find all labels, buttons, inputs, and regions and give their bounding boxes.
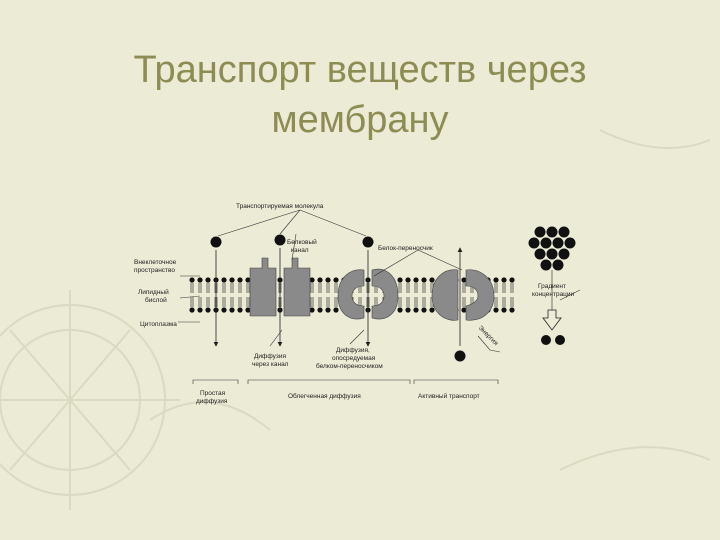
molecule-cluster-low — [541, 335, 565, 345]
label-lipid-bilayer: Липидный бислой — [138, 288, 171, 304]
label-simple-diffusion: Простая диффузия — [196, 390, 228, 405]
label-gradient: Градиент концентрации — [532, 283, 575, 298]
bracket-active — [414, 380, 498, 384]
molecule-carrier — [363, 237, 374, 248]
label-carrier-protein: Белок-переносчик — [378, 245, 433, 252]
label-diffusion-channel: Диффузия через канал — [252, 353, 289, 368]
label-energy: Энергия — [477, 324, 500, 347]
bracket-facilitated — [248, 380, 410, 384]
molecule-simple — [211, 237, 222, 248]
molecule-active-bottom — [455, 351, 466, 362]
label-diffusion-carrier: Диффузия, опосредуемая белком-переносчик… — [316, 347, 383, 370]
molecule-channel — [275, 235, 286, 246]
label-active-transport: Активный транспорт — [418, 392, 480, 400]
label-cytoplasm: Цитоплазма — [140, 321, 177, 328]
label-facilitated-diffusion: Облегченная диффузия — [288, 392, 361, 400]
gradient-arrow — [543, 310, 561, 330]
label-transported-molecule: Транспортируемая молекула — [236, 203, 324, 210]
molecule-cluster-high — [529, 227, 576, 271]
label-channel-protein: Белковый канал — [287, 238, 319, 254]
label-extracellular: Внеклеточное пространство — [134, 259, 178, 274]
bracket-simple — [193, 380, 238, 384]
